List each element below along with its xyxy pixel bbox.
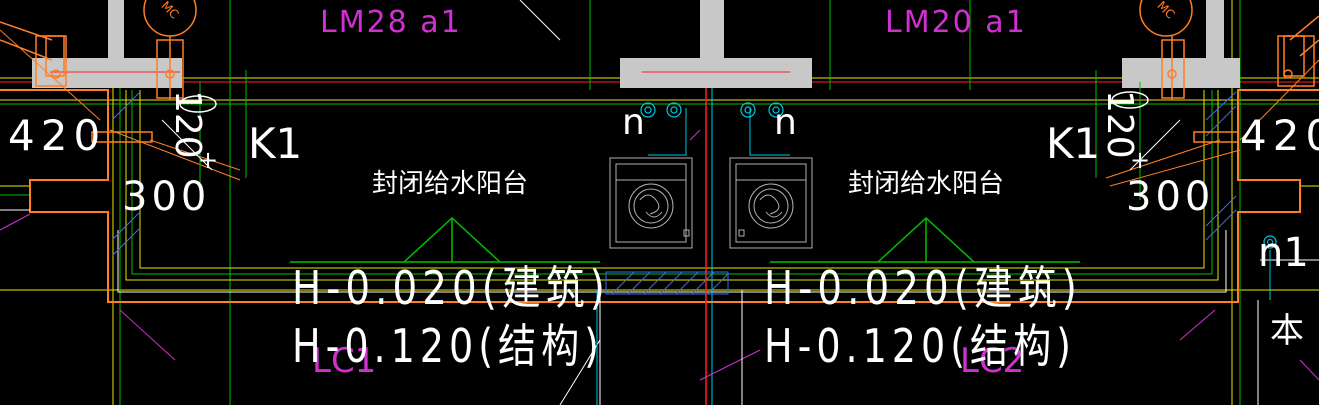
wall-mid-cap bbox=[620, 58, 812, 88]
mc-symbol-left: MC bbox=[143, 0, 197, 100]
lc1-label: LC1 bbox=[312, 341, 376, 381]
k1-label-left: K1 bbox=[248, 119, 302, 168]
dim-lines bbox=[161, 70, 1181, 200]
pipe-n1-label: n1 bbox=[1258, 230, 1309, 276]
svg-text:MC: MC bbox=[1154, 0, 1177, 22]
edge-pipes-right bbox=[1193, 15, 1319, 143]
pipe-n-left: n bbox=[622, 102, 645, 143]
magenta-leader-lines bbox=[0, 129, 1319, 381]
cyan-lines bbox=[648, 108, 1271, 300]
central-partition bbox=[605, 88, 729, 405]
orange-leaders bbox=[0, 29, 1319, 187]
wall-right-cap bbox=[1122, 58, 1240, 88]
washing-machine-left bbox=[609, 157, 693, 249]
svg-text:MC: MC bbox=[158, 0, 181, 22]
washing-machine-right bbox=[729, 157, 813, 249]
room-label-left: 封闭给水阳台 bbox=[372, 169, 528, 199]
dim-300-right: 300 bbox=[1126, 174, 1214, 220]
dim-300-left: 300 bbox=[122, 174, 210, 220]
corner-hatch bbox=[111, 91, 1237, 257]
floor-drain-left bbox=[640, 102, 682, 118]
slab-outline bbox=[0, 89, 1319, 303]
walls bbox=[32, 0, 1240, 88]
pipe-n1-circle bbox=[1263, 235, 1277, 249]
lc2-label: LC2 bbox=[960, 341, 1024, 381]
balcony-inner-lines bbox=[117, 90, 1227, 293]
dim-420-left: 420 bbox=[8, 111, 106, 160]
wall-left-cap bbox=[32, 58, 182, 88]
door-label-left: LM28 a1 bbox=[320, 5, 462, 40]
wall-top-right bbox=[1206, 0, 1224, 62]
dim-120-left: 120 bbox=[167, 90, 208, 159]
k1-label-right: K1 bbox=[1046, 119, 1100, 168]
floor-struct-right: H-0.120(结构) bbox=[764, 319, 1076, 373]
floor-struct-left: H-0.120(结构) bbox=[292, 319, 604, 373]
dim-120-right: 120 bbox=[1099, 90, 1140, 159]
column-mid bbox=[700, 0, 724, 62]
pipe-n-right: n bbox=[774, 102, 797, 143]
floor-arch-left: H-0.020(建筑) bbox=[292, 261, 610, 315]
floor-drain-right bbox=[740, 102, 784, 118]
plus-mark-right: + bbox=[1130, 146, 1150, 174]
floor-arch-right: H-0.020(建筑) bbox=[764, 261, 1082, 315]
oval-right bbox=[1111, 91, 1149, 109]
elevation-triangle-right bbox=[770, 216, 1080, 263]
oval-left bbox=[179, 95, 217, 113]
door-label-right: LM20 a1 bbox=[885, 5, 1027, 40]
edge-pipes-left bbox=[0, 21, 67, 87]
sleeve-left bbox=[91, 131, 153, 143]
elevation-triangle-left bbox=[290, 216, 600, 263]
partial-text-right: 本 bbox=[1270, 311, 1304, 351]
room-label-right: 封闭给水阳台 bbox=[848, 169, 1004, 199]
plus-mark-left: + bbox=[198, 146, 218, 174]
wall-top-left bbox=[108, 0, 124, 62]
dim-420-right: 420 bbox=[1240, 111, 1319, 160]
